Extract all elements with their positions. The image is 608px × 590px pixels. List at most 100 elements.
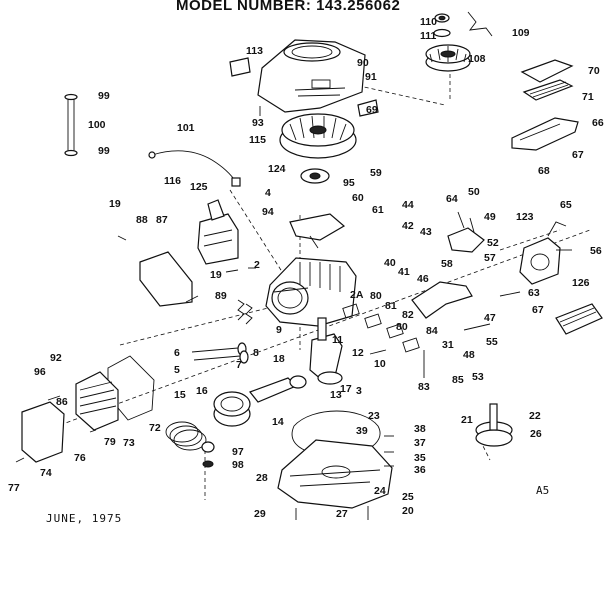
callout-93: 93 [252,117,264,129]
callout-58: 58 [441,258,453,270]
callout-82: 82 [402,309,414,321]
callout-39: 39 [356,425,368,437]
callout-19: 19 [210,269,222,281]
callout-29: 29 [254,508,266,520]
model-title: MODEL NUMBER: 143.256062 [176,0,400,14]
callout-8: 8 [253,347,259,359]
callout-73: 73 [123,437,135,449]
callout-90: 90 [357,57,369,69]
callout-17: 17 [340,383,352,395]
callout-23: 23 [368,410,380,422]
callout-72: 72 [149,422,161,434]
air-cleaner [511,59,579,151]
callout-63: 63 [528,287,540,299]
fasteners [15,106,572,520]
flywheel [279,113,357,159]
callout-88: 88 [136,214,148,226]
blower-housing [257,39,366,113]
callout-40: 40 [384,257,396,269]
intake-gaskets [342,303,420,353]
callout-111: 111 [420,30,437,42]
callout-14: 14 [272,416,284,428]
callout-80: 80 [396,321,408,333]
callout-71: 71 [582,91,594,103]
callout-7: 7 [236,359,242,371]
callout-59: 59 [370,167,382,179]
callout-57: 57 [484,252,496,264]
callout-113: 113 [246,45,263,57]
callout-89: 89 [215,290,227,302]
air-baffle [357,99,379,117]
governor-spring [64,93,78,157]
callout-64: 64 [446,193,458,205]
gasket-set-box [555,303,603,335]
valve-springs [237,299,253,325]
callout-46: 46 [417,273,429,285]
mounting-bracket [139,251,193,307]
callout-76: 76 [74,452,86,464]
callout-81: 81 [385,300,397,312]
callout-4: 4 [265,187,271,199]
callout-28: 28 [256,472,268,484]
callout-83: 83 [418,381,430,393]
rotating-screen [425,44,471,72]
callout-85: 85 [452,374,464,386]
intake-pipe [411,281,473,319]
model-label: MODEL NUMBER: [176,0,312,14]
callout-12: 12 [352,347,364,359]
callout-126: 126 [572,277,590,289]
callout-5: 5 [174,364,180,376]
callout-68: 68 [538,165,550,177]
cylinder-shroud [21,401,65,463]
callout-79: 79 [104,436,116,448]
revision-date: JUNE, 1975 [46,512,123,525]
callout-87: 87 [156,214,168,226]
callout-67: 67 [572,149,584,161]
callout-99: 99 [98,90,110,102]
callout-94: 94 [262,206,274,218]
callout-67: 67 [532,304,544,316]
callout-108: 108 [468,53,486,65]
callout-52: 52 [487,237,499,249]
model-number: 143.256062 [316,0,401,14]
callout-96: 96 [34,366,46,378]
callout-99: 99 [98,145,110,157]
callout-100: 100 [88,119,106,131]
callout-37: 37 [414,437,426,449]
callout-2: 2 [254,259,260,271]
callout-53: 53 [472,371,484,383]
callout-10: 10 [374,358,386,370]
callout-35: 35 [414,452,426,464]
callout-74: 74 [40,467,52,479]
callout-66: 66 [592,117,604,129]
callout-98: 98 [232,459,244,471]
callout-27: 27 [336,508,348,520]
callout-21: 21 [461,414,473,426]
crankcase-base [277,439,393,509]
callout-91: 91 [365,71,377,83]
callout-116: 116 [164,175,181,187]
callout-44: 44 [402,199,414,211]
callout-65: 65 [560,199,572,211]
valves [191,342,249,364]
callout-125: 125 [190,181,208,193]
callout-110: 110 [420,16,437,28]
callout-55: 55 [486,336,498,348]
ignition-armature [197,199,239,265]
callout-2A: 2A [350,289,364,301]
callout-77: 77 [8,482,20,494]
callout-42: 42 [402,220,414,232]
callout-24: 24 [374,485,386,497]
governor-lever [447,211,485,253]
callout-16: 16 [196,385,208,397]
callout-97: 97 [232,446,244,458]
callout-123: 123 [516,211,534,223]
breaker-cover [289,213,346,241]
carburetor [519,221,567,285]
callout-19: 19 [109,198,121,210]
callout-70: 70 [588,65,600,77]
cylinder-block [265,257,357,327]
callout-26: 26 [530,428,542,440]
callout-11: 11 [332,334,343,346]
callout-60: 60 [352,192,364,204]
